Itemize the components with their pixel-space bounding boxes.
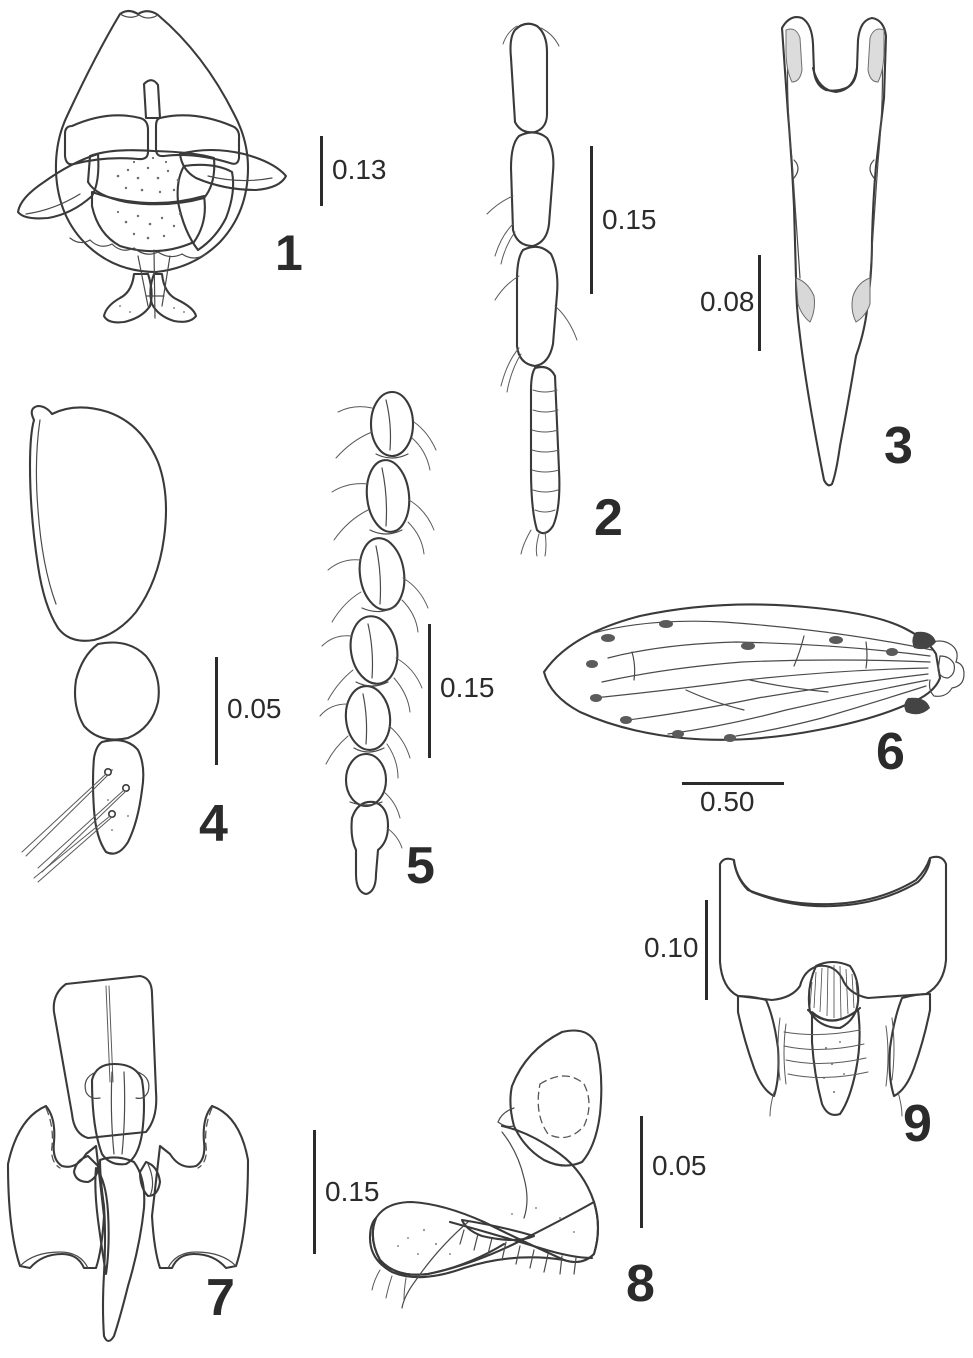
scale-label-figure-7: 0.15 <box>325 1176 380 1207</box>
figure-4-labial-palp <box>12 390 232 890</box>
figure-3-drawing <box>780 16 888 487</box>
figure-number-7: 7 <box>206 1269 235 1327</box>
figure-number-1: 1 <box>275 225 303 281</box>
figure-5-antenna <box>319 388 460 898</box>
scale-bar-figure-2 <box>590 146 593 294</box>
figure-8-mandible <box>364 1022 644 1322</box>
figure-9-subgenital-plate <box>708 852 973 1152</box>
scale-label-figure-6: 0.50 <box>700 786 755 817</box>
figure-4-drawing <box>21 404 168 883</box>
figure-7-drawing <box>6 974 250 1343</box>
scale-bar-figure-5 <box>428 624 431 758</box>
scale-label-figure-2: 0.15 <box>602 204 657 235</box>
figure-number-6: 6 <box>876 723 905 781</box>
figure-6-drawing <box>542 603 965 742</box>
scale-label-figure-1: 0.13 <box>332 154 387 185</box>
scale-bar-figure-8 <box>640 1116 643 1228</box>
figure-1-drawing <box>16 9 288 324</box>
figure-6-wing <box>536 594 966 784</box>
scale-bar-figure-1 <box>320 136 323 206</box>
scale-bar-figure-6 <box>682 782 784 785</box>
figure-7-male-genitalia <box>0 968 320 1358</box>
figure-number-4: 4 <box>199 795 228 853</box>
figure-3-tentorium-sclerite <box>756 10 916 510</box>
figure-9-drawing <box>718 855 948 1117</box>
figure-number-9: 9 <box>903 1095 932 1153</box>
scale-label-figure-4: 0.05 <box>227 693 282 724</box>
scale-bar-figure-4 <box>215 657 218 765</box>
figure-number-2: 2 <box>594 489 623 547</box>
figure-2-maxillary-palp <box>486 18 615 558</box>
figure-number-8: 8 <box>626 1255 655 1313</box>
figure-2-drawing <box>486 22 578 557</box>
scale-label-figure-8: 0.05 <box>652 1150 707 1181</box>
scale-bar-figure-3 <box>758 255 761 351</box>
figure-number-3: 3 <box>884 417 913 475</box>
figure-1-head-capsule <box>8 6 308 326</box>
scale-bar-figure-7 <box>313 1130 316 1254</box>
scale-label-figure-3: 0.08 <box>700 286 755 317</box>
scale-label-figure-5: 0.15 <box>440 672 495 703</box>
scale-label-figure-9: 0.10 <box>644 932 699 963</box>
figure-number-5: 5 <box>406 837 435 895</box>
figure-8-drawing <box>368 1029 603 1309</box>
scale-bar-figure-9 <box>705 900 708 1000</box>
figure-5-drawing <box>319 390 437 896</box>
